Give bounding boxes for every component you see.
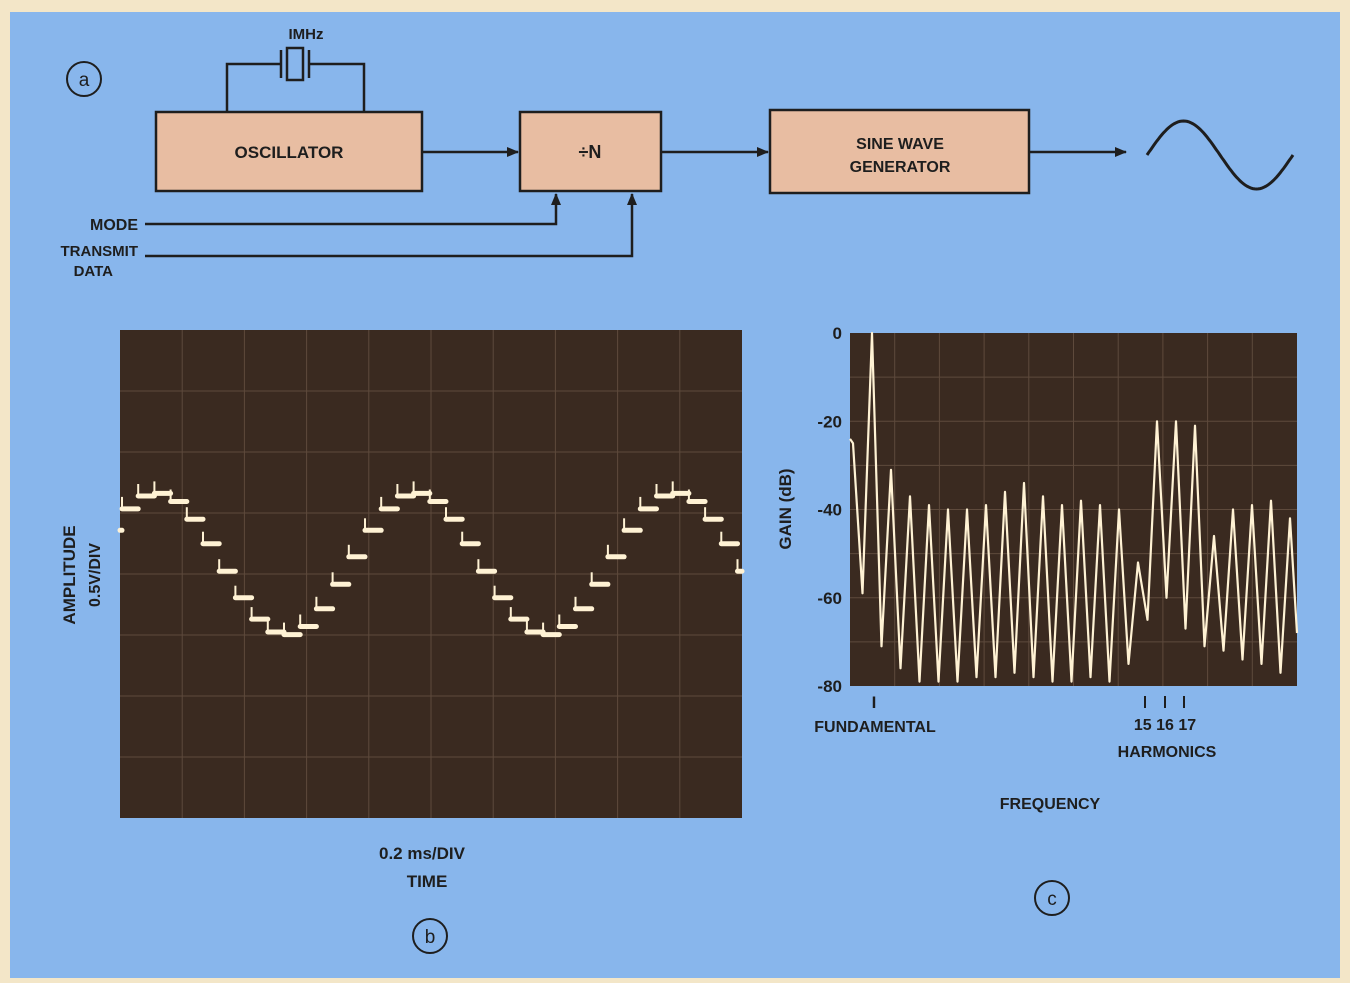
spectrum-plot: 0 -20 -40 -60 -80 GAIN (dB) I FUNDAMENTAL 15… xyxy=(776,324,1299,916)
panel-a-marker-circle xyxy=(66,61,102,97)
gain-tick-label: -40 xyxy=(817,501,842,520)
staircase-sine-trace xyxy=(117,481,745,638)
transmit-data-line xyxy=(145,193,637,258)
crystal-loop xyxy=(225,46,366,112)
frequency-axis-label: FREQUENCY xyxy=(1000,796,1101,813)
panel-a-marker: a xyxy=(79,70,90,91)
gain-axis-label: GAIN (dB) xyxy=(776,468,795,549)
panel-c-marker-circle xyxy=(1034,880,1070,916)
gain-tick-label: -80 xyxy=(817,677,842,696)
spectrum-trace xyxy=(849,331,1299,683)
harmonic-numbers: 15 16 17 xyxy=(1134,717,1196,734)
fundamental-tick: I xyxy=(872,693,877,712)
amplitude-label: AMPLITUDE xyxy=(60,525,79,624)
transmit-label-line1: TRANSMIT xyxy=(61,243,139,260)
oscilloscope-grid xyxy=(120,330,742,818)
gain-tick-label: -20 xyxy=(817,412,842,431)
panel-b-marker: b xyxy=(425,927,436,948)
panel-b-marker-circle xyxy=(412,918,448,954)
sine-generator-label-line2: GENERATOR xyxy=(850,159,951,176)
output-sine-icon xyxy=(1145,119,1295,191)
fundamental-label: FUNDAMENTAL xyxy=(814,719,936,736)
harmonic-ticks xyxy=(1144,696,1185,708)
gain-tick-label: -60 xyxy=(817,589,842,608)
time-scale-label: 0.2 ms/DIV xyxy=(379,844,466,863)
oscilloscope-plot: AMPLITUDE 0.5V/DIV 0.2 ms/DIV TIME b xyxy=(60,330,745,954)
signal-arrows xyxy=(145,147,1127,258)
mode-label: MODE xyxy=(90,217,138,234)
oscillator-label: OSCILLATOR xyxy=(235,143,344,162)
sine-generator-label-line1: SINE WAVE xyxy=(856,136,944,153)
oscillator-block xyxy=(154,110,424,193)
divider-label: ÷N xyxy=(579,142,602,162)
mode-line xyxy=(145,193,561,226)
crystal-label: IMHz xyxy=(289,26,324,43)
amplitude-scale-label: 0.5V/DIV xyxy=(87,543,104,607)
gain-tick-label: 0 xyxy=(833,324,842,343)
panel-c-marker: c xyxy=(1047,889,1057,910)
gain-axis-ticks: 0 -20 -40 -60 -80 xyxy=(817,324,842,696)
time-axis-label: TIME xyxy=(407,872,448,891)
block-diagram: a IMHz OSCILLATOR ÷N SINE WAVE GENERATOR xyxy=(61,26,1295,280)
harmonics-label: HARMONICS xyxy=(1118,744,1217,761)
transmit-label-line2: DATA xyxy=(74,263,114,280)
